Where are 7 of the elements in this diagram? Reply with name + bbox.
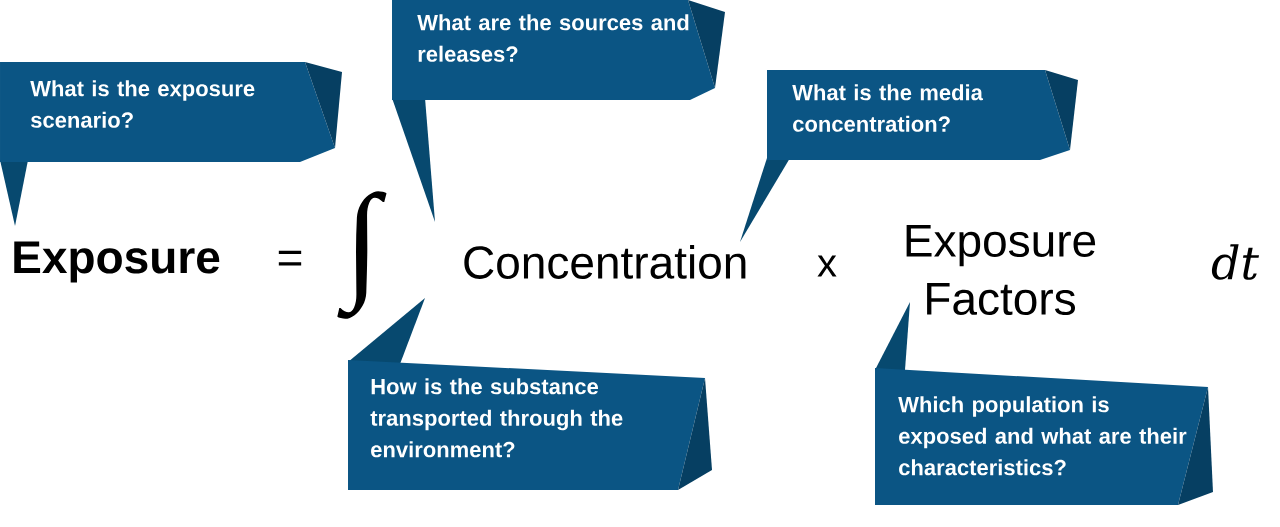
callout-bubble: What is the exposure scenario? [0, 62, 342, 226]
callout-bubble: What are the sources and releases? [392, 0, 725, 222]
equals-sign: = [278, 250, 302, 266]
term-text: Exposure [14, 241, 220, 283]
multiply-sign: x [817, 255, 837, 277]
differential-text: dt [1211, 244, 1259, 280]
term-text: Concentration [464, 245, 746, 279]
